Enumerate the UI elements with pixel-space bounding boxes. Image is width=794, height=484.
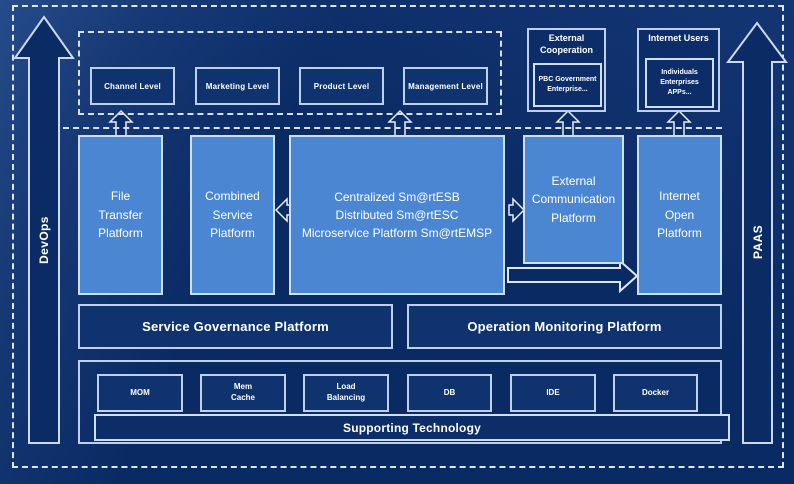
paas-rail-label: PAAS [751, 224, 765, 260]
tech-box-mom: MOM [97, 374, 183, 412]
operation-monitoring-platform-box: Operation Monitoring Platform [407, 304, 722, 349]
tech-box-mem-cache: Mem Cache [200, 374, 286, 412]
internet-users-members-box: Individuals Enterprises APPs... [645, 58, 714, 108]
level-box-management: Management Level [403, 67, 488, 105]
up-arrow-external-communication [555, 109, 581, 137]
flow-right-arrow [508, 197, 526, 223]
level-box-channel: Channel Level [90, 67, 175, 105]
supporting-technology-banner: Supporting Technology [94, 414, 730, 441]
tech-box-docker: Docker [613, 374, 698, 412]
external-cooperation-box: External Cooperation PBC Government Ente… [527, 28, 606, 112]
paas-arrow [726, 21, 788, 444]
tech-box-db: DB [407, 374, 492, 412]
long-flow-arrow [507, 258, 639, 294]
devops-rail-label: DevOps [37, 216, 51, 264]
internet-users-title: Internet Users [648, 33, 709, 43]
platform-internet-open: Internet Open Platform [637, 135, 722, 295]
up-arrow-internet-open [666, 109, 692, 137]
platform-external-communication: External Communication Platform [523, 135, 624, 264]
platform-esb-suite: Centralized Sm@rtESB Distributed Sm@rtES… [289, 135, 505, 295]
devops-arrow [13, 15, 75, 444]
dashed-connector-line [63, 127, 722, 129]
service-governance-platform-box: Service Governance Platform [78, 304, 393, 349]
level-box-marketing: Marketing Level [195, 67, 280, 105]
level-box-product: Product Level [299, 67, 384, 105]
tech-box-ide: IDE [510, 374, 596, 412]
levels-dashed-container [78, 31, 502, 115]
internet-users-box: Internet Users Individuals Enterprises A… [637, 28, 720, 112]
platform-file-transfer: File Transfer Platform [78, 135, 163, 295]
external-cooperation-members-box: PBC Government Enterprise... [533, 63, 602, 107]
supporting-technology-container [78, 360, 722, 444]
platform-combined-service: Combined Service Platform [190, 135, 275, 295]
tech-box-load-balancing: Load Balancing [303, 374, 389, 412]
external-cooperation-title: External Cooperation [540, 33, 593, 55]
outer-dashed-border [12, 5, 784, 468]
